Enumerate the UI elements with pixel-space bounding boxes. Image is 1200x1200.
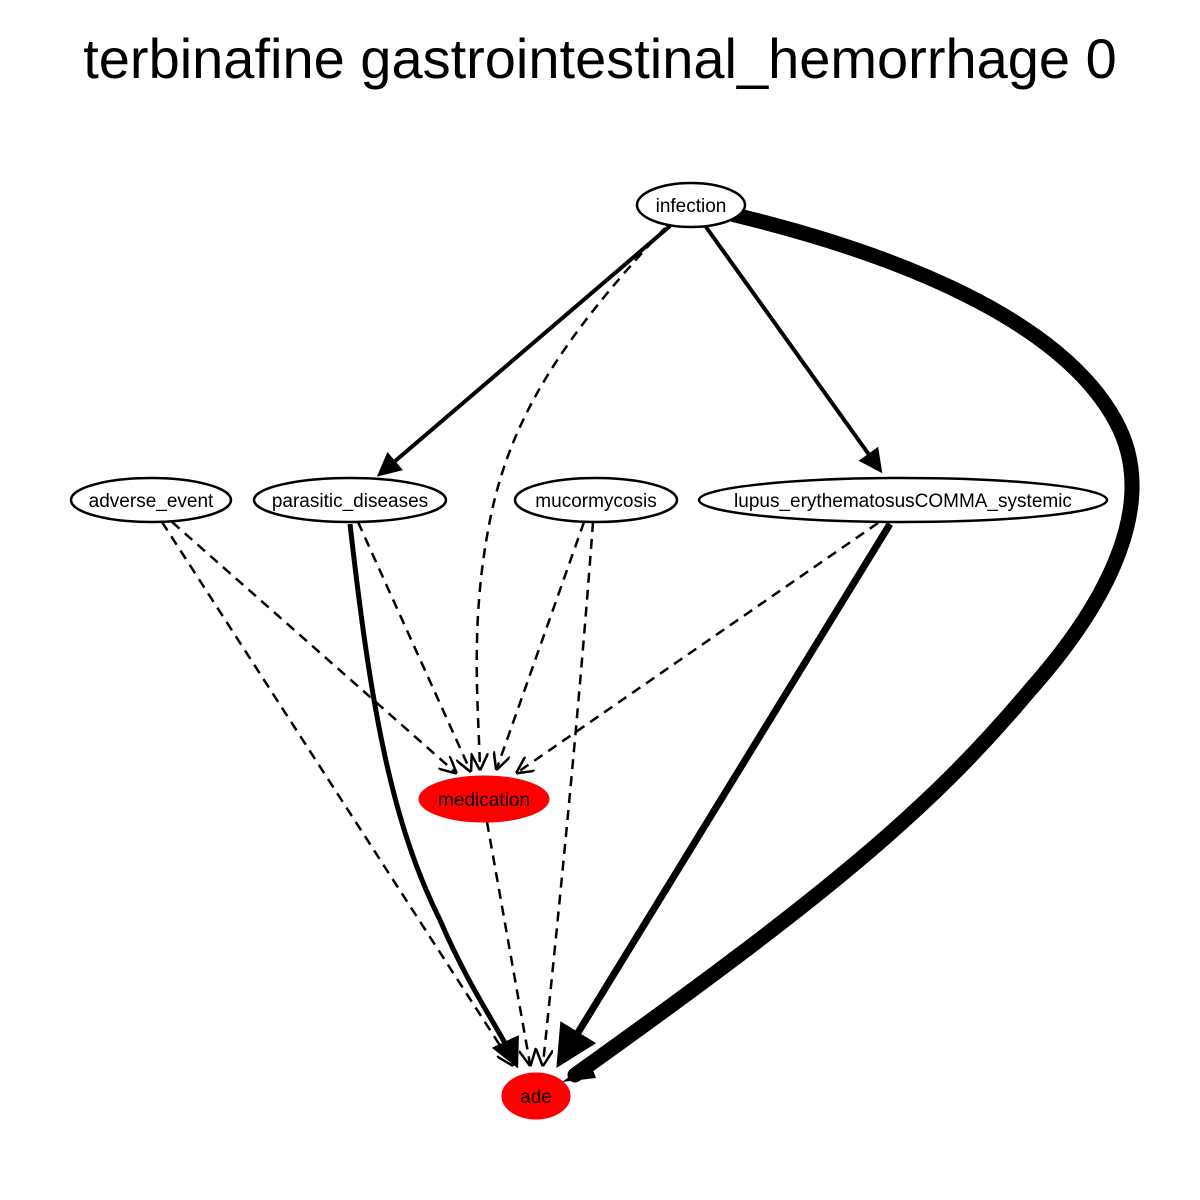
edge-lupus-ade	[556, 522, 893, 1068]
edge-adverse-medication	[171, 521, 455, 772]
node-adverse-event-shape	[69, 476, 233, 524]
edge-mucormycosis-medication	[497, 521, 586, 768]
node-mucormycosis-label: mucormycosis	[535, 491, 656, 512]
node-adverse-event[interactable]: adverse_event	[69, 476, 233, 524]
edge-mucormycosis-ade	[543, 521, 595, 1064]
edge-infection-ade	[567, 207, 1140, 1083]
node-parasitic-diseases-shape	[252, 476, 448, 524]
node-parasitic-diseases-label: parasitic_diseases	[272, 491, 428, 512]
edge-adverse-ade	[160, 521, 512, 1064]
edge-parasitic-ade	[347, 523, 519, 1069]
edge-infection-lupus	[704, 225, 883, 474]
node-ade-shape	[501, 1072, 571, 1120]
edge-parasitic-medication	[356, 521, 470, 770]
node-parasitic-diseases[interactable]: parasitic_diseases	[252, 476, 448, 524]
node-mucormycosis-shape	[513, 476, 679, 524]
edge-infection-medication	[477, 227, 666, 768]
node-medication-label: medication	[438, 790, 530, 811]
edges	[160, 207, 1140, 1083]
edge-infection-parasitic	[376, 224, 672, 477]
node-medication[interactable]: medication	[418, 775, 550, 823]
page-title: terbinafine gastrointestinal_hemorrhage …	[83, 27, 1117, 90]
node-infection-label: infection	[656, 196, 727, 217]
node-ade-label: ade	[520, 1087, 552, 1108]
node-adverse-event-label: adverse_event	[89, 491, 214, 512]
node-lupus-label: lupus_erythematosusCOMMA_systemic	[734, 491, 1072, 512]
node-infection-shape	[635, 181, 747, 229]
edge-lupus-medication	[518, 521, 879, 772]
node-ade[interactable]: ade	[501, 1072, 571, 1120]
edge-medication-ade	[485, 821, 530, 1064]
node-mucormycosis[interactable]: mucormycosis	[513, 476, 679, 524]
node-lupus[interactable]: lupus_erythematosusCOMMA_systemic	[697, 476, 1109, 524]
node-lupus-shape	[697, 476, 1109, 524]
node-medication-shape	[418, 775, 550, 823]
node-infection[interactable]: infection	[635, 181, 747, 229]
